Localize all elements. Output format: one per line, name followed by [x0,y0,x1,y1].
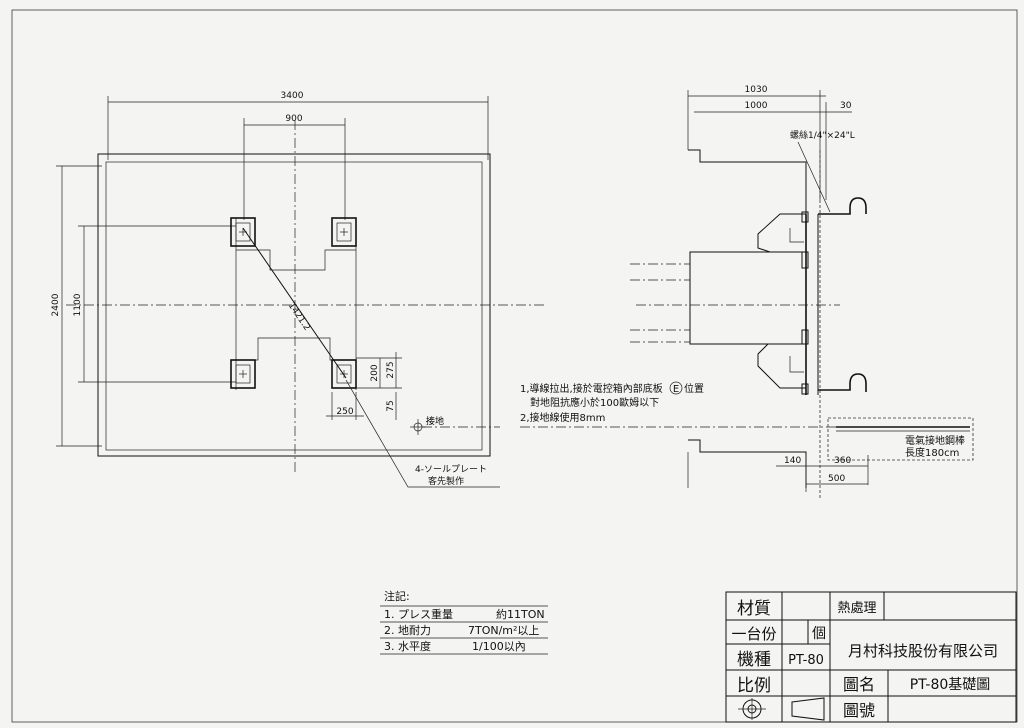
dim-pad-75: 75 [386,400,396,411]
dim-height-inner: 1100 [73,293,83,316]
note-row-1-label: 1. プレス重量 [384,607,453,621]
sole-plate-bottom-right [331,359,357,389]
dim-1000: 1000 [745,101,768,111]
drawing-number-label: 圖號 [843,701,875,720]
machine-frame-bottom [235,337,357,390]
dim-diagonal: 1421.2 [286,301,312,333]
sheet-border [11,9,1018,723]
note-row-1-value: 約11TON [496,607,545,621]
sole-plate-leader [345,379,500,488]
heat-treatment-label: 熱處理 [837,601,876,616]
machine-body [689,251,807,345]
upper-bracket [757,213,806,253]
ground-label: 接地 [426,415,444,427]
diagonal-dimension-line [242,227,347,379]
quantity-unit: 個 [812,626,826,642]
grounding-rod-box [827,417,974,461]
drawing-name-label: 圖名 [843,675,875,694]
material-label: 材質 [737,599,771,619]
note-row-3-label: 3. 水平度 [384,639,431,653]
note-row-3-value: 1/100以內 [472,640,526,653]
panel-mark-circle [669,381,683,395]
dim-width-total: 3400 [281,91,304,101]
foundation-inner-outline [105,161,483,451]
rod-label-1: 電氣接地鋼棒 [905,434,965,447]
plan-view: 3400 900 2400 1100 [51,91,545,488]
panel-mark: E [673,384,679,395]
bolt-leader [797,141,831,213]
dim-pad-250: 250 [336,407,353,417]
dim-30: 30 [840,101,852,111]
rod-label-2: 長度180cm [905,446,959,459]
quantity-label: 一台份 [731,625,776,643]
dim-1030: 1030 [745,85,768,95]
callout-sole-plate: 4-ソールプレート [415,464,487,475]
section-view: 1030 1000 30 螺絲1/4"×24"L [630,85,974,500]
section-top-step [688,149,807,214]
machine-frame-top [235,218,357,271]
dim-pad-275: 275 [386,361,396,378]
instruction-line-1: 1,導線拉出,接於電控箱內部底板 [520,382,663,395]
instruction-line-2: 對地阻抗應小於100歐姆以下 [530,396,659,409]
instruction-line-3: 2,接地線使用8mm [520,411,605,424]
dim-360: 360 [834,456,851,466]
notes-block: 注記: 1. プレス重量 約11TON 2. 地耐力 7TON/m²以上 3. … [380,589,548,655]
callout-customer-made: 客先製作 [428,475,464,487]
grounding-instructions: 1,導線拉出,接於電控箱內部底板 E 位置 對地阻抗應小於100歐姆以下 2,接… [520,381,704,424]
dim-140: 140 [784,456,801,466]
title-block: 材質 熱處理 一台份 個 月村科技股份有限公司 機種 PT-80 比例 圖名 P… [725,591,1017,723]
anchor-hook-lower [818,373,867,392]
anchor-hook-upper [818,197,867,215]
dim-height-total: 2400 [51,293,61,316]
projection-symbol-icon [738,697,825,721]
sole-plate-bottom-left [230,359,256,389]
dim-pad-200: 200 [370,364,380,381]
note-row-2-value: 7TON/m²以上 [468,624,539,637]
scale-label: 比例 [737,676,771,696]
dim-500: 500 [828,474,845,484]
lower-bracket [757,343,806,389]
note-row-2-label: 2. 地耐力 [384,624,431,637]
sole-plate-top-right [331,217,357,247]
notes-title: 注記: [384,589,410,603]
model-value: PT-80 [788,653,824,668]
company-name: 月村科技股份有限公司 [848,642,998,660]
instruction-line-1-end: 位置 [684,382,704,395]
sole-plate-top-left [230,217,256,247]
drawing-name-value: PT-80基礎圖 [910,676,991,693]
dim-width-inner: 900 [285,114,302,124]
model-label: 機種 [737,650,771,670]
bolt-label: 螺絲1/4"×24"L [790,129,855,141]
